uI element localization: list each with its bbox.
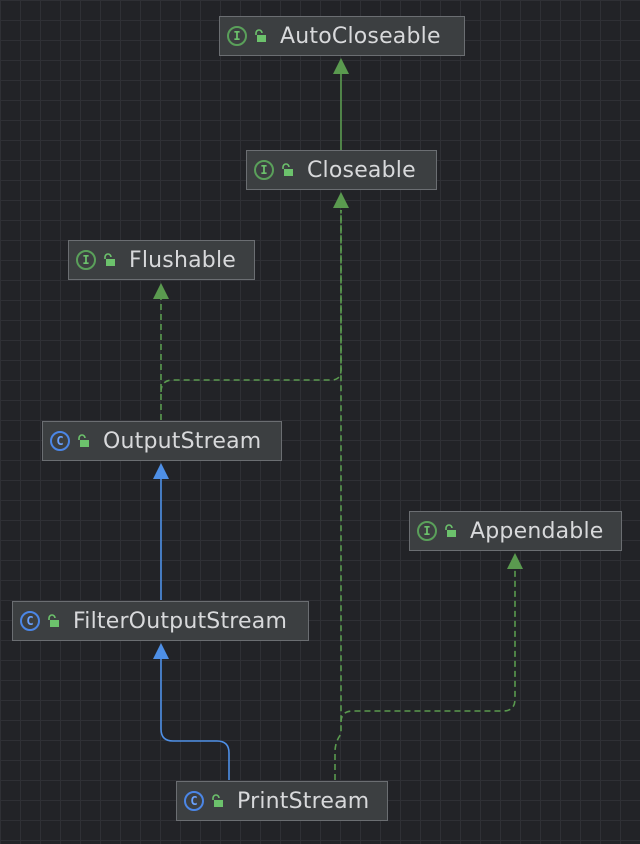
arrowhead-appendable bbox=[507, 553, 523, 569]
lock-open-icon bbox=[282, 163, 293, 176]
edge-printstream-appendable bbox=[340, 568, 516, 723]
edge-printstream-closeable bbox=[334, 210, 342, 780]
arrowhead-flushable bbox=[153, 283, 169, 299]
node-label: Flushable bbox=[129, 247, 237, 273]
node-label: Closeable bbox=[307, 157, 416, 183]
interface-icon: I bbox=[254, 160, 274, 180]
lock-open-icon bbox=[445, 524, 456, 537]
interface-icon: I bbox=[417, 521, 437, 541]
node-autocloseable[interactable]: I AutoCloseable bbox=[219, 16, 465, 56]
arrowhead-closeable bbox=[333, 192, 349, 208]
edge-printstream-filteroutputstream bbox=[160, 658, 230, 780]
interface-icon: I bbox=[227, 26, 247, 46]
lock-open-icon bbox=[255, 29, 266, 42]
node-outputstream[interactable]: C OutputStream bbox=[42, 421, 282, 461]
node-appendable[interactable]: I Appendable bbox=[409, 511, 622, 551]
edge-outputstream-closeable bbox=[160, 210, 342, 393]
node-label: PrintStream bbox=[237, 788, 370, 814]
node-closeable[interactable]: I Closeable bbox=[246, 150, 437, 190]
class-icon: C bbox=[50, 431, 70, 451]
node-flushable[interactable]: I Flushable bbox=[68, 240, 255, 280]
class-icon: C bbox=[20, 611, 40, 631]
node-printstream[interactable]: C PrintStream bbox=[176, 781, 388, 821]
lock-open-icon bbox=[78, 434, 89, 447]
node-label: OutputStream bbox=[103, 428, 262, 454]
node-label: AutoCloseable bbox=[280, 23, 441, 49]
node-filteroutputstream[interactable]: C FilterOutputStream bbox=[12, 601, 309, 641]
lock-open-icon bbox=[104, 253, 115, 266]
node-label: FilterOutputStream bbox=[73, 608, 288, 634]
arrowhead-filteroutputstream bbox=[153, 643, 169, 659]
lock-open-icon bbox=[48, 614, 59, 627]
node-label: Appendable bbox=[470, 518, 604, 544]
arrowhead-autocloseable bbox=[333, 58, 349, 74]
lock-open-icon bbox=[212, 794, 223, 807]
class-icon: C bbox=[184, 791, 204, 811]
arrowhead-outputstream bbox=[153, 463, 169, 479]
interface-icon: I bbox=[76, 250, 96, 270]
